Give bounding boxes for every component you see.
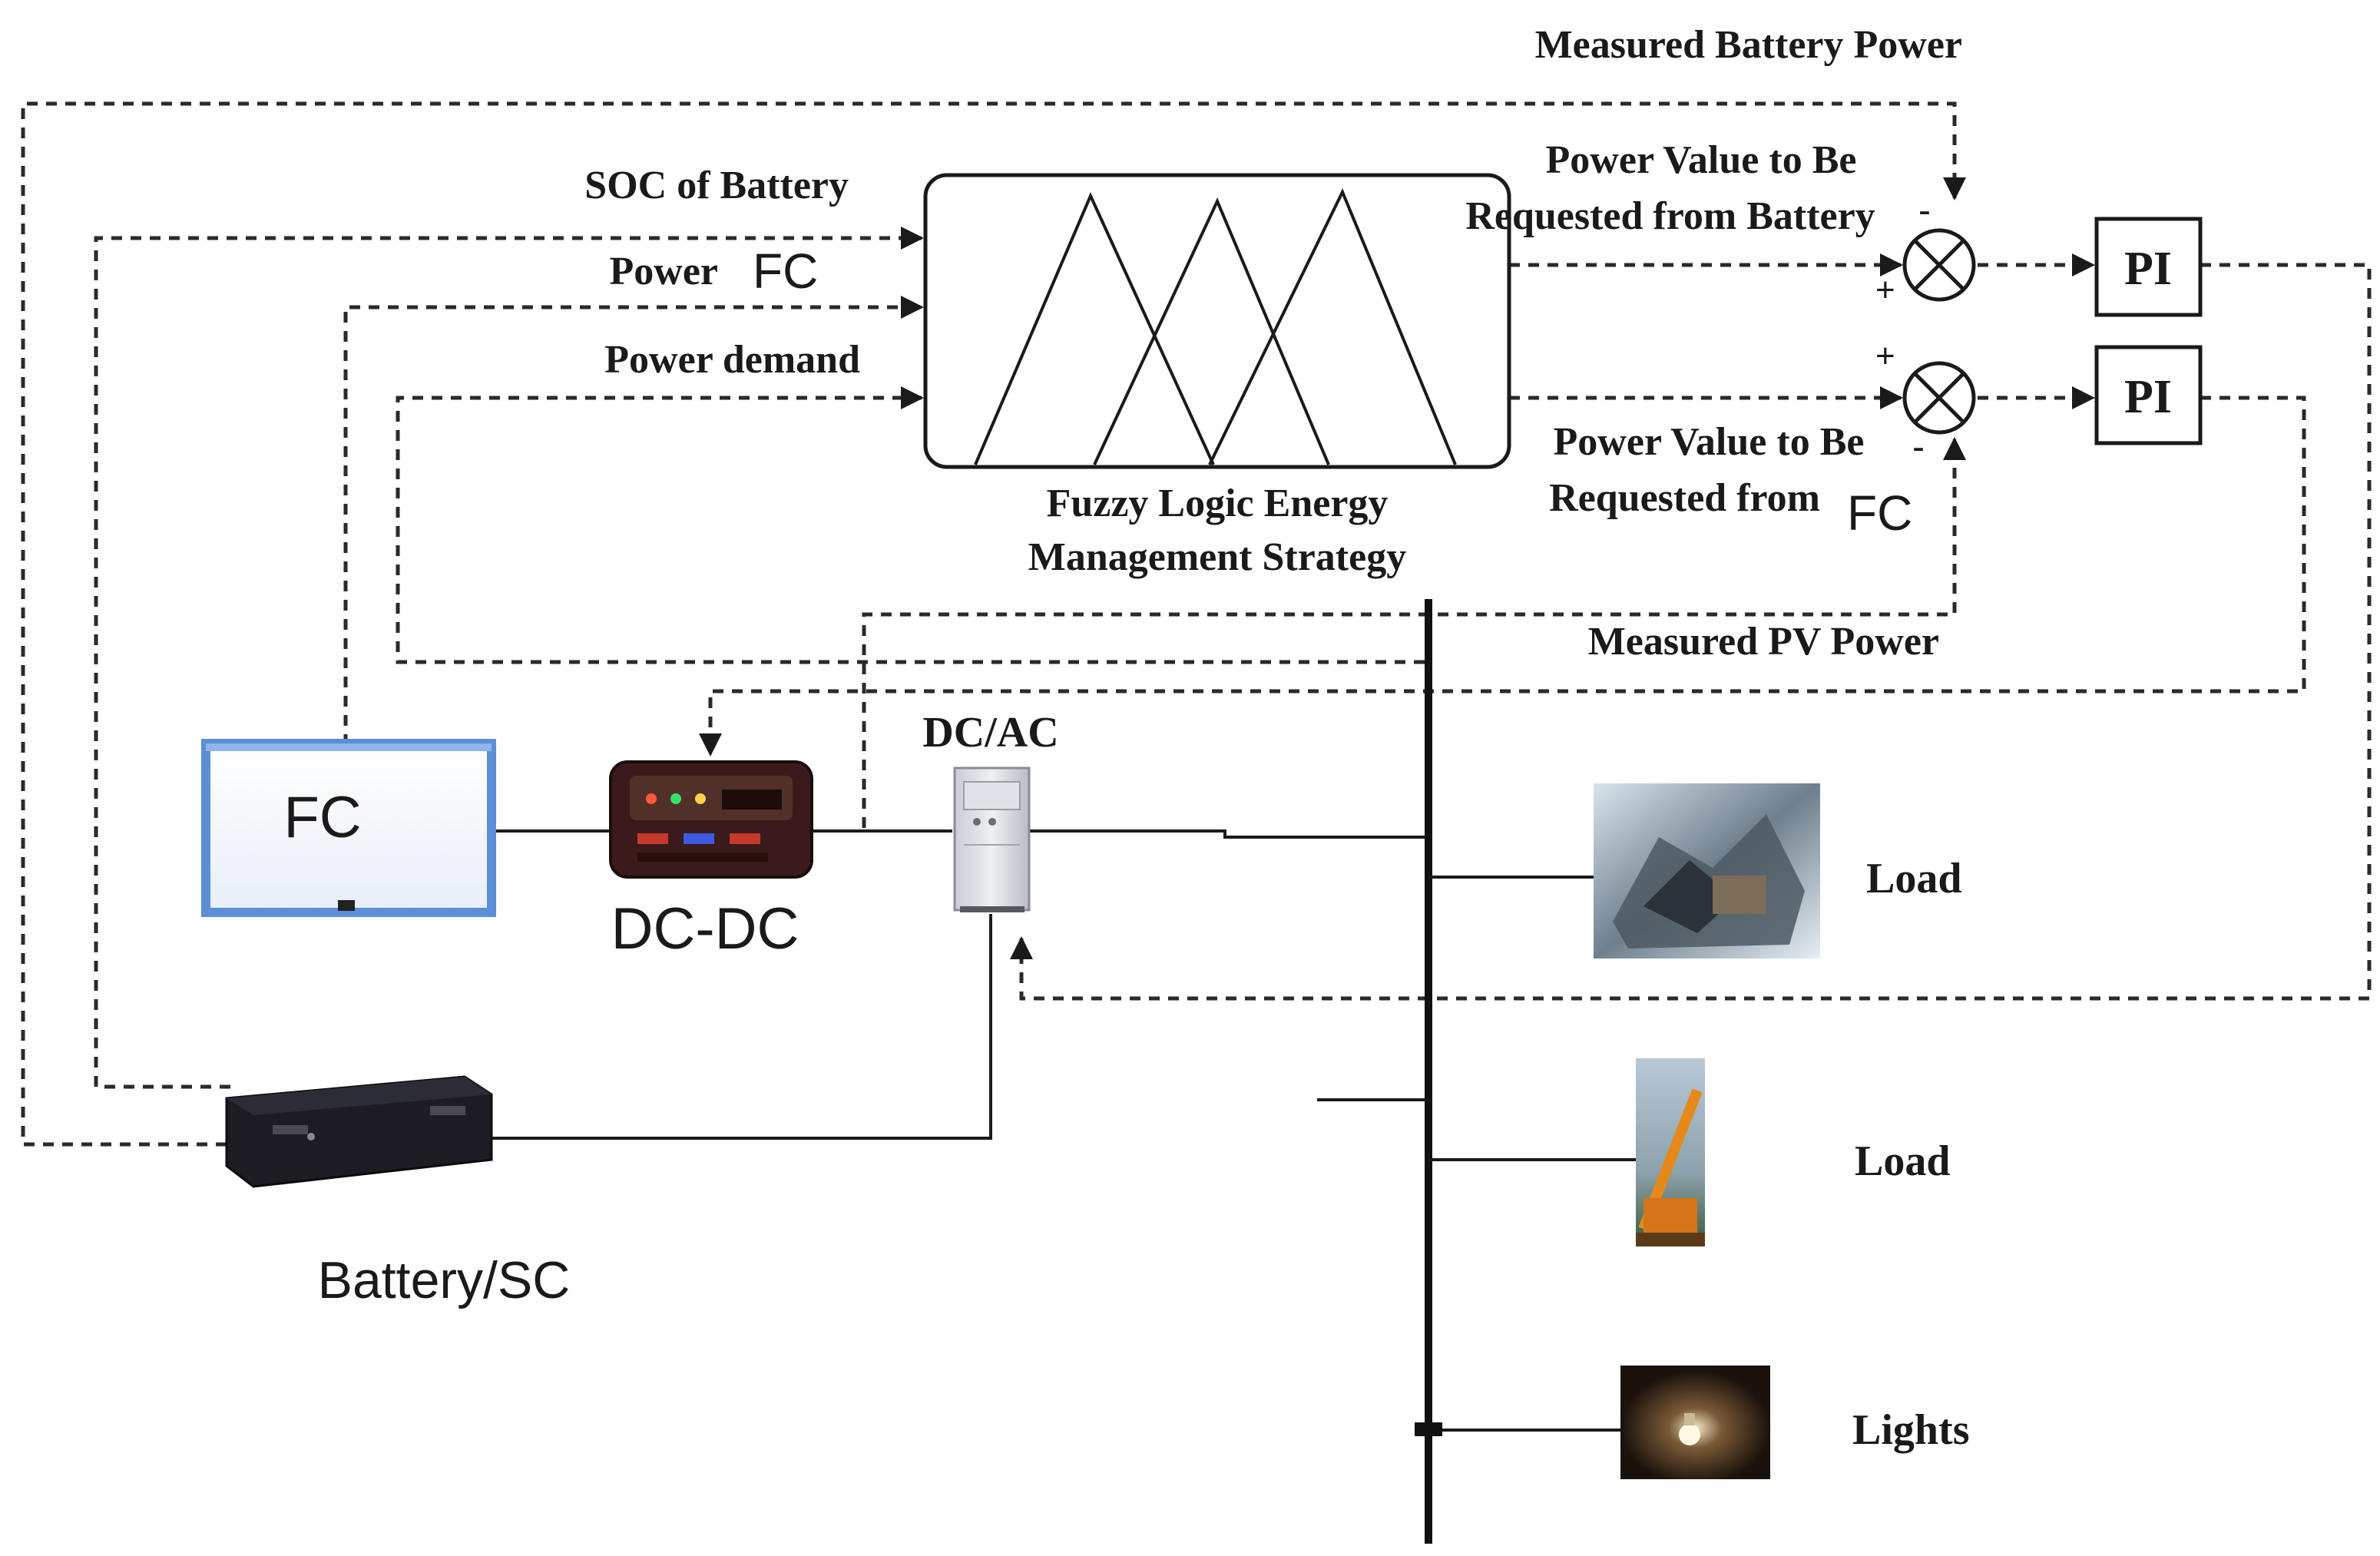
battery-measurement-line [21, 101, 1966, 1147]
lights-picture [1620, 1366, 1770, 1479]
controller-title-line1: Fuzzy Logic Energy [1047, 482, 1389, 525]
load-2-label: Load [1855, 1137, 1951, 1185]
load-1-label: Load [1866, 855, 1962, 902]
dcac-inverter-icon [953, 766, 1031, 912]
power-demand-signal-line [396, 386, 1425, 664]
summing-junction-battery [1902, 228, 1976, 302]
dcdc-label: DC-DC [611, 896, 799, 962]
fuzzy-logic-controller: Fuzzy Logic Energy Management Strategy [923, 173, 1511, 579]
sum2-plus-sign: + [1875, 337, 1895, 375]
membership-function-2 [1093, 197, 1330, 465]
membership-function-1 [974, 192, 1215, 465]
power-fc-label: Power [610, 250, 718, 293]
fuel-cell-unit: FC [201, 739, 496, 917]
pi-controller-2-label: PI [2124, 371, 2172, 423]
measured-pv-power-label: Measured PV Power [1588, 620, 1939, 664]
soc-label: SOC of Battery [584, 164, 849, 207]
light-bulb-icon [1620, 1366, 1770, 1479]
load-1-picture [1594, 783, 1820, 958]
pi-controller-1: PI [2094, 217, 2203, 317]
battery-label: Battery/SC [318, 1251, 571, 1309]
controller-box [923, 173, 1511, 469]
sum1-minus-sign: - [1918, 190, 1931, 231]
dcdc-converter-icon [609, 760, 813, 879]
sum1-plus-sign: + [1875, 271, 1895, 309]
lights-label: Lights [1852, 1406, 1970, 1454]
power-demand-label: Power demand [604, 338, 860, 382]
fc-request-label-line2: Requested from [1549, 476, 1820, 520]
battery-icon [225, 1075, 493, 1188]
power-fc-name: FC [753, 243, 818, 299]
pi1-output-line [1010, 263, 2372, 1001]
sum2-minus-sign: - [1912, 427, 1925, 468]
summing-junction-fc [1902, 361, 1976, 435]
fc-request-label-line1: Power Value to Be [1554, 420, 1865, 464]
pi-controller-2: PI [2094, 345, 2203, 445]
membership-function-3 [1208, 188, 1457, 465]
measured-battery-power-label: Measured Battery Power [1535, 23, 1962, 67]
bus-junction [1415, 1422, 1442, 1436]
pi-controller-1-label: PI [2124, 243, 2172, 295]
dcac-label: DC/AC [922, 709, 1058, 756]
fc-request-name: FC [1847, 485, 1912, 541]
battery-request-label-line1: Power Value to Be [1546, 138, 1857, 182]
battery-request-label-line2: Requested from Battery [1465, 194, 1875, 238]
battery-to-dcac-wire [492, 914, 992, 1140]
load-2-picture [1636, 1058, 1705, 1246]
soc-signal-line [94, 227, 924, 1089]
dcac-to-bus-wire [1029, 829, 1425, 839]
fuel-cell-label: FC [283, 785, 361, 850]
controller-title-line2: Management Strategy [1028, 535, 1406, 579]
pv-measurement-line [862, 437, 1966, 828]
